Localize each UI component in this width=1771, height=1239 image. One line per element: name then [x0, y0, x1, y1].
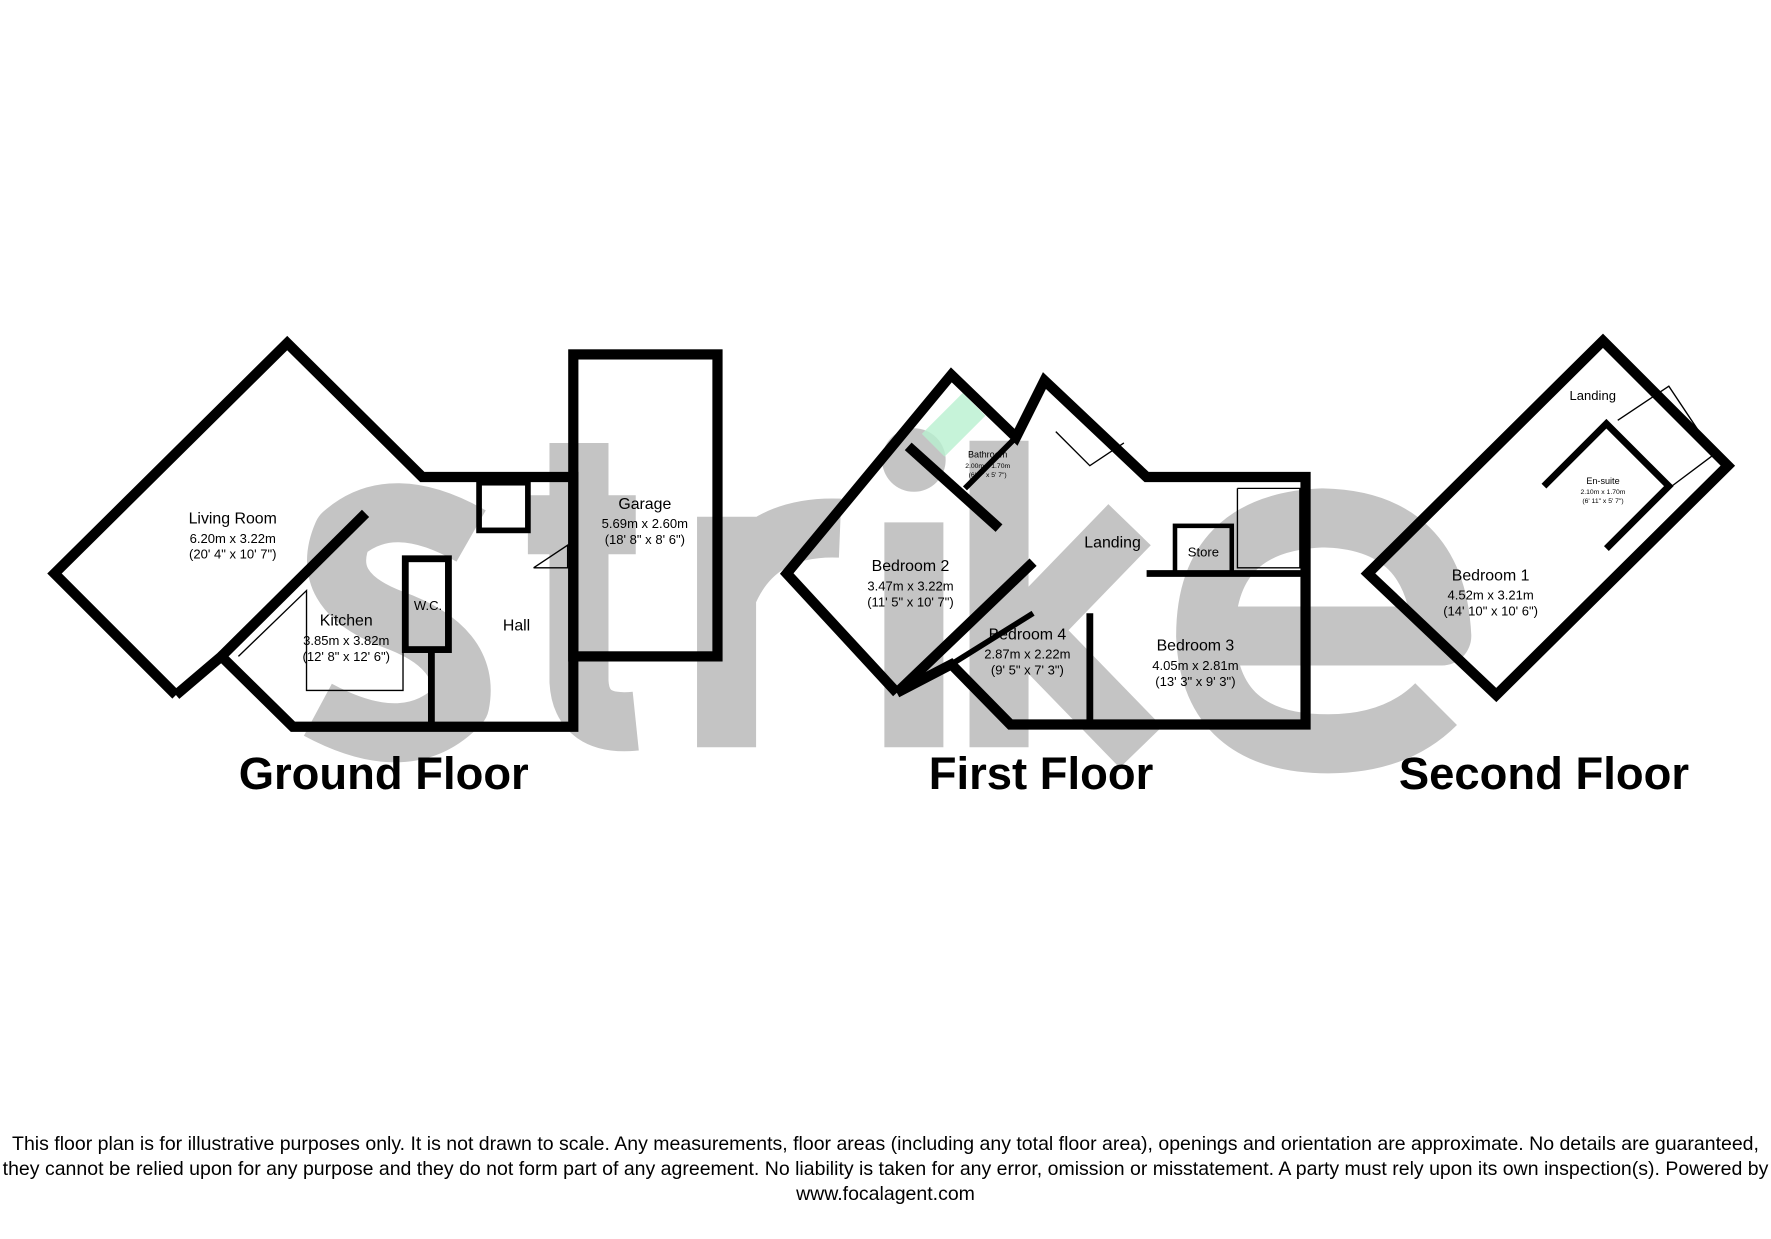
second-outer-wall — [1360, 333, 1736, 703]
stairs — [1055, 431, 1125, 467]
room-size-imperial: (9' 5" x 7' 3") — [991, 663, 1064, 678]
room-size: 5.69m x 2.60m — [602, 516, 688, 531]
room-size-imperial: (6' 7" x 5' 7") — [969, 472, 1007, 479]
floor-label: Second Floor — [1399, 748, 1689, 799]
room-name: Garage — [618, 496, 671, 513]
wc-wall — [401, 555, 452, 653]
stairs — [1236, 487, 1301, 569]
room-size-imperial: (6' 11" x 5' 7") — [1582, 498, 1623, 505]
room-size: 3.47m x 3.22m — [867, 579, 953, 594]
room-size-imperial: (12' 8" x 12' 6") — [303, 649, 391, 664]
room-size-imperial: (11' 5" x 10' 7") — [867, 594, 954, 609]
watermark-letter-t — [527, 442, 639, 752]
room-name: Bedroom 4 — [989, 626, 1067, 643]
watermark-letter-r — [697, 498, 842, 748]
disclaimer: This floor plan is for illustrative purp… — [2, 1133, 1769, 1205]
room-size-imperial: (18' 8" x 8' 6") — [605, 532, 685, 547]
room-size: 3.85m x 3.82m — [303, 633, 389, 648]
watermark-letter-e — [1176, 488, 1472, 774]
room-name: Landing — [1084, 534, 1141, 551]
store-wall — [1172, 523, 1235, 576]
room-name: Living Room — [189, 511, 277, 528]
room-name: En-suite — [1586, 476, 1619, 486]
room-size: 6.20m x 3.22m — [190, 531, 276, 546]
first-outer-wall — [779, 367, 1311, 730]
room-size-imperial: (14' 10" x 10' 6") — [1443, 604, 1538, 619]
cupboard-wall — [476, 479, 531, 534]
room-name: Hall — [503, 617, 530, 634]
bathroom-side-wall — [962, 435, 1019, 491]
room-name: Bedroom 3 — [1157, 638, 1235, 655]
room-size: 4.05m x 2.81m — [1152, 658, 1238, 673]
garage-wall — [568, 349, 723, 662]
first-floor-plan: Bathroom 2.00m x 1.70m (6' 7" x 5' 7") L… — [779, 367, 1311, 799]
room-name: Kitchen — [320, 613, 373, 630]
floor-label: First Floor — [929, 748, 1154, 799]
bathroom-wall — [904, 442, 1003, 532]
room-name: Bathroom — [968, 450, 1007, 460]
room-size: 2.10m x 1.70m — [1580, 489, 1625, 496]
watermark-letter-k — [969, 440, 1163, 768]
ensuite-wall — [1541, 418, 1674, 551]
room-name: Bedroom 1 — [1452, 567, 1530, 584]
kitchen-worktop — [237, 588, 404, 692]
room-size: 4.52m x 3.21m — [1447, 588, 1533, 603]
room-name: Store — [1188, 544, 1219, 559]
stairs — [533, 543, 569, 569]
room-size-imperial: (20' 4" x 10' 7") — [189, 547, 276, 562]
floor-label: Ground Floor — [239, 748, 529, 799]
bath-highlight — [921, 393, 986, 457]
room-size: 2.00m x 1.70m — [965, 463, 1010, 470]
room-name: W.C. — [414, 598, 442, 613]
room-size: 2.87m x 2.22m — [984, 647, 1070, 662]
stairs — [1617, 385, 1716, 489]
kitchen-wall — [217, 509, 370, 661]
ground-floor-plan: Living Room 6.20m x 3.22m (20' 4" x 10' … — [47, 335, 723, 799]
room-name: Bedroom 2 — [872, 558, 950, 575]
bedroom4-wall — [949, 610, 1035, 667]
room-size-imperial: (13' 3" x 9' 3") — [1155, 674, 1235, 689]
bedroom2-wall — [893, 558, 1037, 697]
room-name: Landing — [1570, 388, 1616, 403]
second-floor-plan: Landing En-suite 2.10m x 1.70m (6' 11" x… — [1360, 333, 1736, 799]
